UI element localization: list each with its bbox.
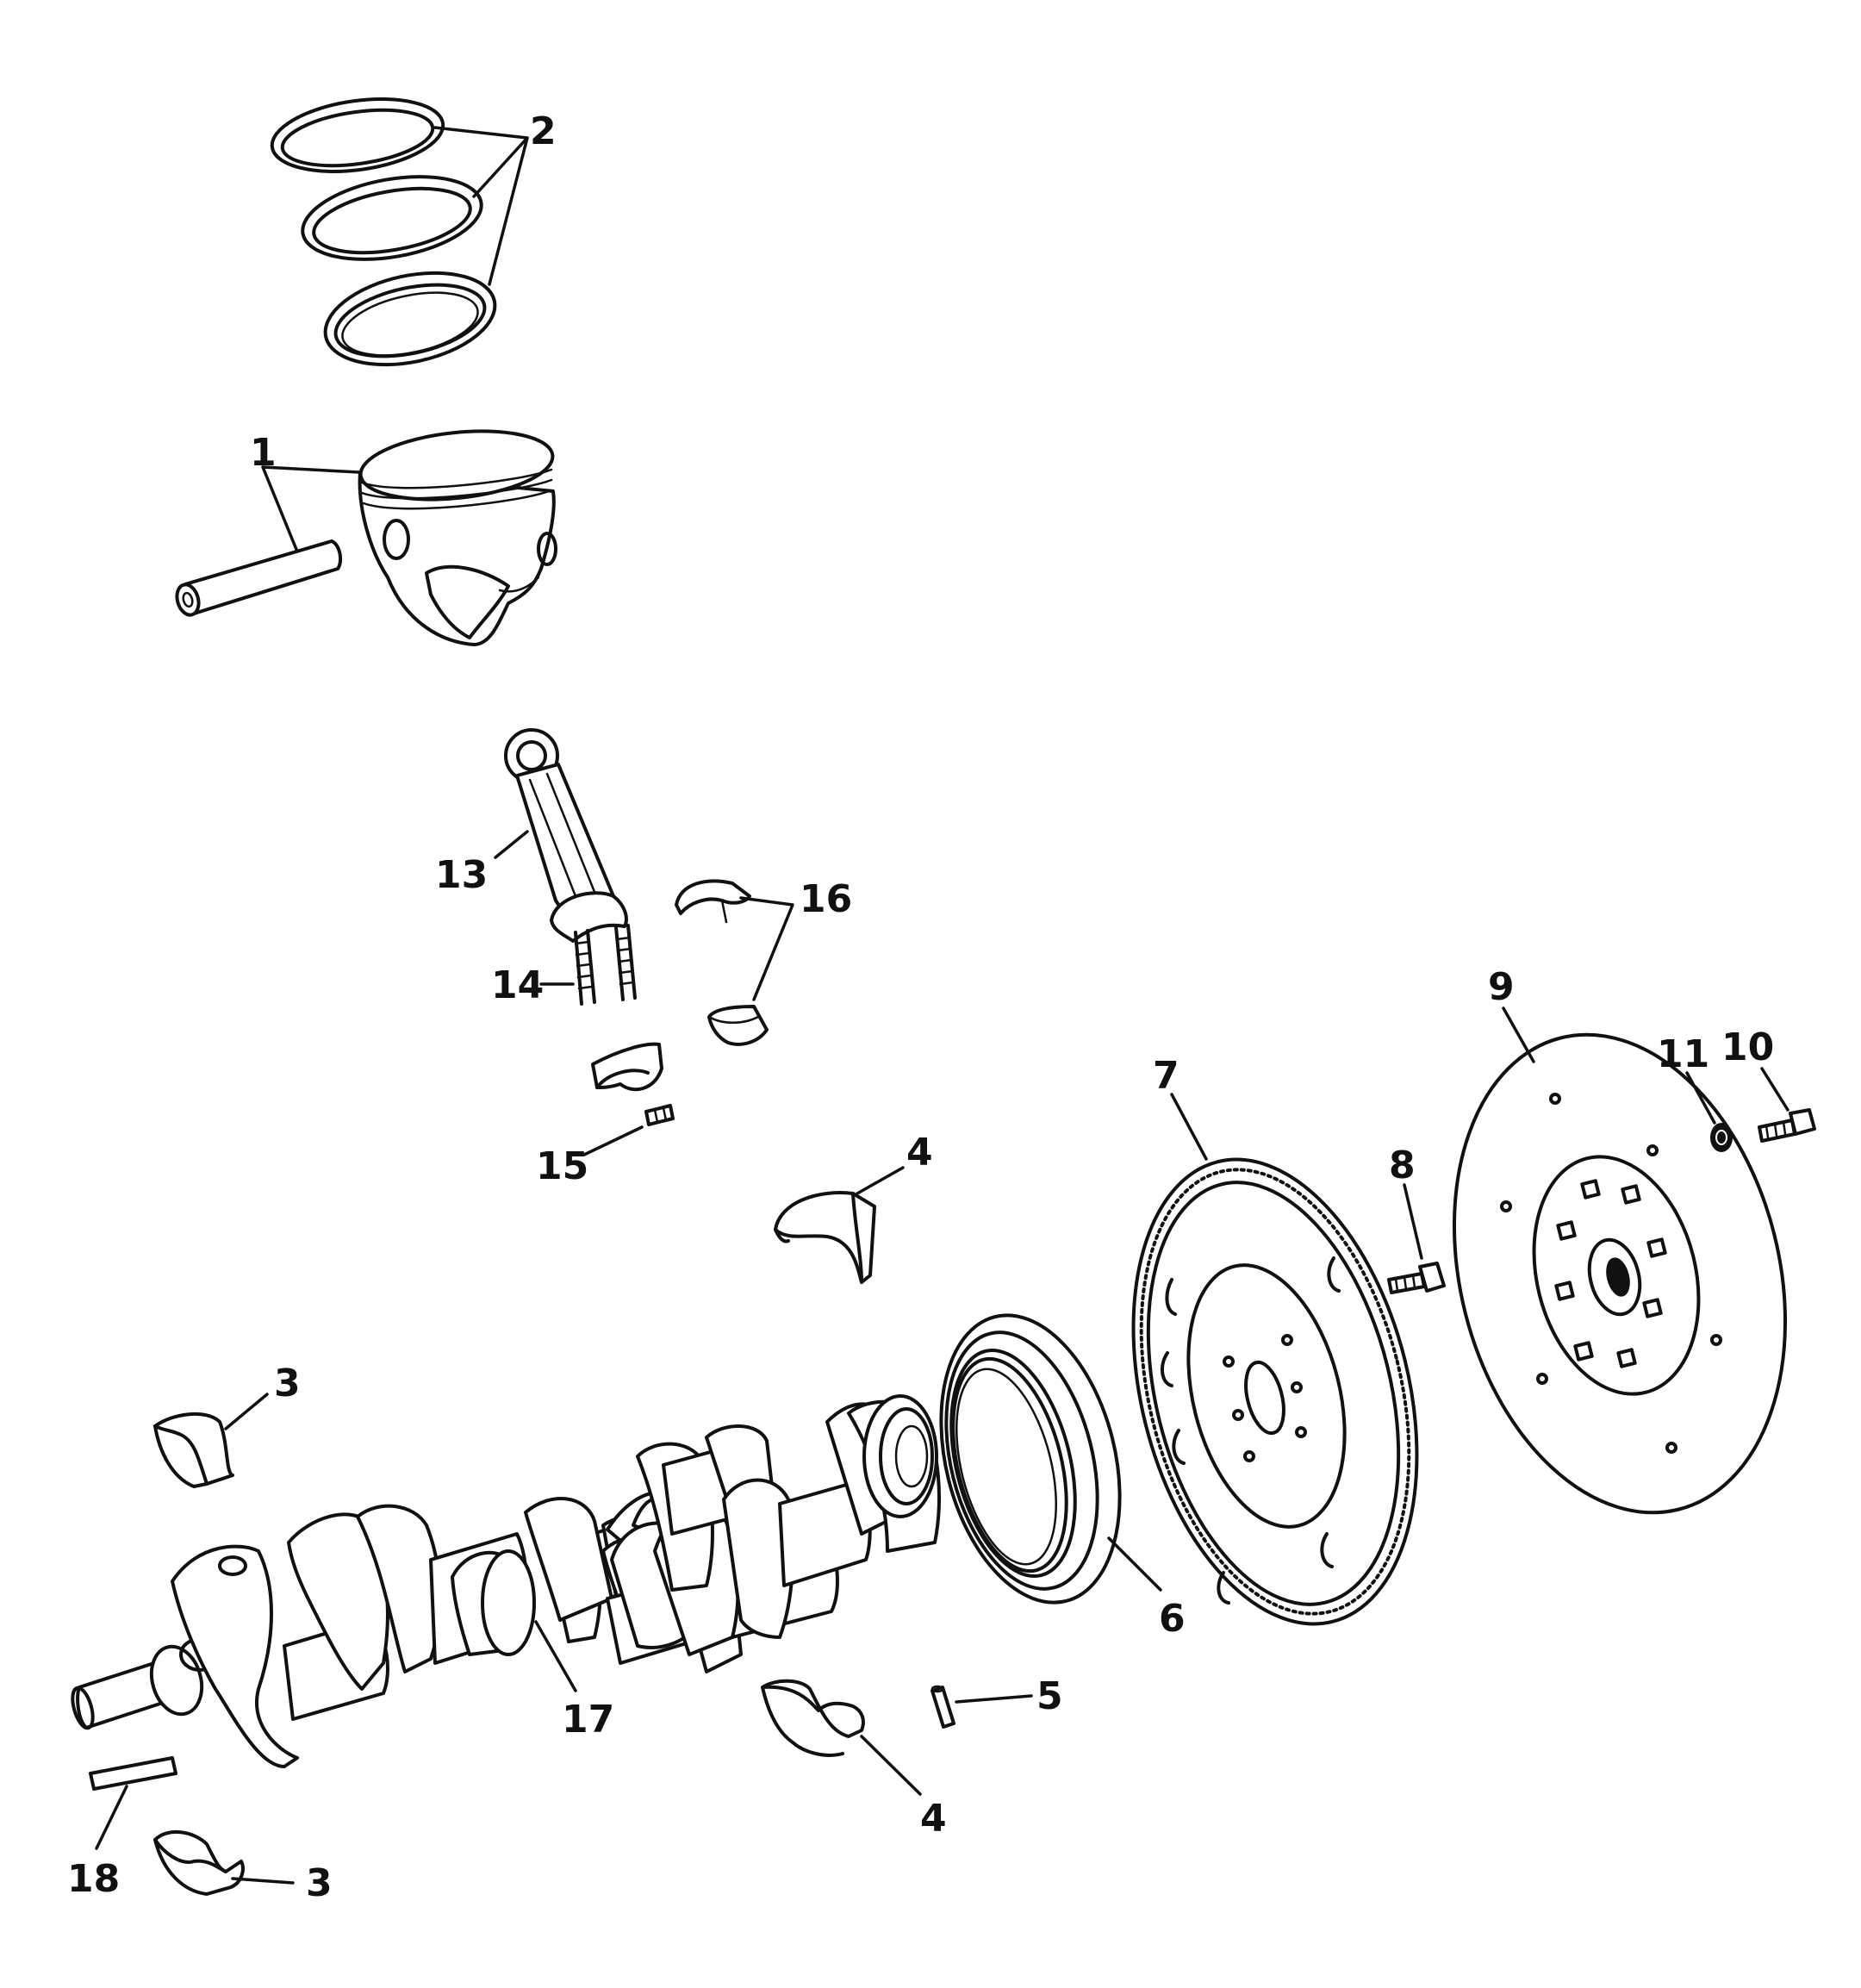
leader-8 [1403, 1183, 1423, 1260]
connecting-rod [504, 728, 628, 943]
callout-labels: 1 2 3 3 4 4 5 6 7 8 9 10 11 13 14 15 16 … [67, 109, 1774, 1905]
leader-11 [1685, 1071, 1716, 1125]
rear-main-seal [939, 1313, 1162, 1605]
leader-3-upper [224, 1393, 269, 1430]
piston-assembly [175, 429, 557, 646]
callout-3-lower: 3 [306, 1861, 333, 1905]
flywheel-bolt [1387, 1183, 1446, 1294]
piston-ring-middle [301, 175, 483, 261]
piston [358, 429, 557, 646]
callout-16: 16 [800, 877, 852, 921]
drive-plate [1452, 1006, 1788, 1515]
leader-17 [534, 1620, 577, 1692]
callout-6: 6 [1159, 1597, 1186, 1641]
washer [1685, 1071, 1733, 1152]
callout-18: 18 [67, 1857, 120, 1901]
leader-1 [261, 465, 361, 553]
dowel-pin-15 [582, 1104, 675, 1156]
drive-plate-bolt [1758, 1067, 1816, 1143]
leader-6 [1107, 1536, 1162, 1592]
callout-17: 17 [562, 1698, 614, 1742]
callout-5: 5 [1036, 1674, 1063, 1718]
piston-ring-top [270, 97, 445, 173]
piston-ring-bottom [323, 271, 497, 367]
piston-rings [270, 97, 529, 367]
thrust-bearing-upper [153, 1393, 269, 1488]
thrust-bearing-lower [153, 1829, 295, 1896]
main-bearing-lower [761, 1679, 922, 1796]
callout-3-upper: 3 [274, 1362, 301, 1405]
leader-4-lower [860, 1735, 922, 1796]
dowel-pin-5 [930, 1685, 1033, 1729]
callout-14: 14 [491, 963, 544, 1007]
callout-11: 11 [1657, 1032, 1709, 1076]
leader-2 [433, 126, 529, 286]
connecting-rod-assembly [494, 728, 794, 1092]
main-bearing-upper [774, 1166, 905, 1284]
leader-5 [955, 1694, 1033, 1704]
callout-2: 2 [530, 109, 557, 153]
leader-13 [494, 830, 529, 859]
leader-3-lower [231, 1877, 295, 1885]
callout-4-lower: 4 [920, 1797, 947, 1841]
callout-15: 15 [536, 1144, 588, 1188]
callout-8: 8 [1389, 1144, 1416, 1187]
callout-1: 1 [250, 431, 277, 475]
callout-10: 10 [1721, 1025, 1774, 1069]
rod-bolts [574, 924, 637, 1006]
rod-bearing-upper [675, 879, 751, 924]
flywheel [1131, 1093, 1419, 1626]
callout-13: 13 [435, 853, 488, 897]
rod-cap [591, 1042, 663, 1092]
leader-16 [739, 896, 794, 1001]
leader-7 [1170, 1093, 1208, 1161]
leader-4-upper [856, 1166, 905, 1195]
piston-pin [175, 539, 343, 617]
leader-18 [95, 1785, 128, 1850]
crankshaft-key [89, 1756, 177, 1850]
callout-9: 9 [1488, 965, 1515, 1009]
leader-10 [1760, 1067, 1789, 1112]
crankshaft [71, 1394, 941, 1768]
rod-bearing-lower [707, 1005, 769, 1046]
leader-15 [582, 1125, 644, 1156]
callout-7: 7 [1153, 1054, 1179, 1098]
callout-4-upper: 4 [906, 1131, 933, 1175]
leader-9 [1502, 1006, 1535, 1063]
